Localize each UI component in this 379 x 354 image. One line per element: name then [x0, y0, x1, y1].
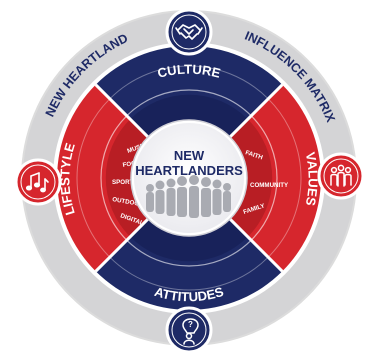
badge-right	[317, 152, 365, 200]
svg-text:?: ?	[188, 320, 193, 329]
lifestyle-item-food: FOOD	[122, 159, 141, 169]
thinking-person-icon: ?	[182, 318, 199, 345]
quadrant-label-bottom: ATTITUDES	[153, 284, 226, 305]
center-title-line1: NEW	[174, 148, 205, 163]
ring-line-2	[100, 89, 278, 267]
badge-left	[14, 158, 62, 206]
badge-top	[165, 8, 213, 56]
values-item-community: COMMUNITY	[250, 182, 289, 189]
lifestyle-item-sports: SPORTS	[112, 179, 137, 186]
music-notes-icon	[25, 172, 49, 193]
handshake-icon	[175, 24, 203, 40]
quadrant-label-top: CULTURE	[156, 62, 223, 81]
quadrant-label-right: VALUES	[303, 151, 321, 208]
badge-bottom: ?	[165, 306, 213, 354]
quadrant-label-left: LIFESTYLE	[57, 141, 78, 217]
family-group-icon	[330, 164, 352, 187]
center-title-line2: HEARTLANDERS	[135, 163, 243, 178]
center-circle-fill	[134, 123, 244, 233]
ring-line-1	[76, 65, 302, 291]
crowd-silhouette	[146, 175, 231, 218]
